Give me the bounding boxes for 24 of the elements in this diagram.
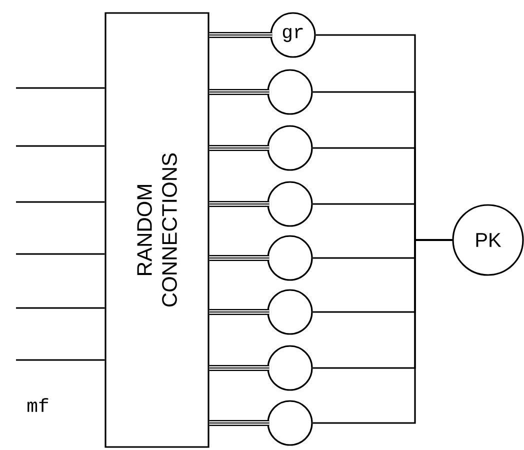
triple-line <box>208 420 270 426</box>
cell-circle <box>267 400 313 446</box>
fiber-line <box>16 359 105 361</box>
triple-line <box>208 309 270 315</box>
cell-circle <box>267 345 313 391</box>
fiber-line <box>16 307 105 309</box>
connection-box: RANDOM CONNECTIONS <box>104 12 210 448</box>
fiber-line <box>16 201 105 203</box>
cell-circle <box>267 69 313 115</box>
cell-circle <box>267 181 313 227</box>
fiber-label: mf <box>28 398 48 412</box>
connection-line <box>312 239 452 424</box>
fiber-line <box>16 253 105 255</box>
cell-circle <box>267 289 313 335</box>
triple-line <box>208 32 273 38</box>
triple-line <box>208 365 270 371</box>
triple-line <box>208 145 270 151</box>
cell-circle <box>267 125 313 171</box>
triple-line <box>208 201 270 207</box>
fiber-line <box>16 145 105 147</box>
triple-line <box>208 89 270 95</box>
fiber-line <box>16 87 105 89</box>
triple-line <box>208 255 270 261</box>
cell-circle <box>267 235 313 281</box>
